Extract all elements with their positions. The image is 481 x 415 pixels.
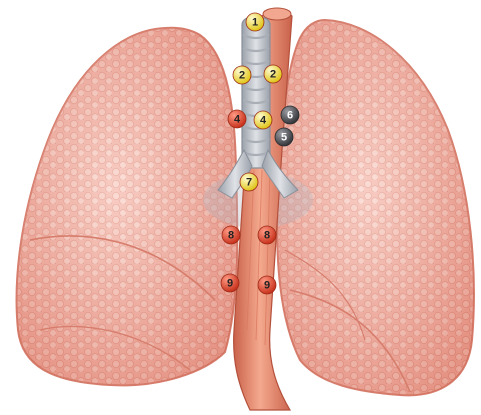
node-marker-5: 5 bbox=[275, 128, 293, 146]
node-marker-label: 8 bbox=[228, 230, 234, 242]
node-marker-4: 4 bbox=[254, 111, 272, 129]
node-marker-8: 8 bbox=[258, 226, 276, 244]
node-marker-label: 4 bbox=[234, 114, 241, 126]
node-marker-label: 2 bbox=[239, 70, 245, 82]
right-lung bbox=[17, 28, 238, 386]
node-marker-label: 2 bbox=[270, 69, 276, 81]
node-marker-label: 9 bbox=[264, 280, 270, 292]
node-marker-9: 9 bbox=[258, 276, 276, 294]
node-marker-label: 9 bbox=[227, 278, 233, 290]
node-marker-9: 9 bbox=[221, 274, 239, 292]
node-marker-label: 7 bbox=[246, 177, 252, 189]
node-marker-4: 4 bbox=[228, 110, 246, 128]
node-marker-2: 2 bbox=[264, 65, 282, 83]
node-marker-label: 5 bbox=[281, 132, 287, 144]
node-marker-label: 8 bbox=[264, 230, 270, 242]
node-marker-2: 2 bbox=[233, 66, 251, 84]
node-marker-1: 1 bbox=[246, 13, 264, 31]
node-marker-6: 6 bbox=[281, 106, 299, 124]
node-marker-7: 7 bbox=[240, 173, 258, 191]
node-marker-8: 8 bbox=[222, 226, 240, 244]
node-marker-label: 6 bbox=[287, 110, 293, 122]
node-marker-label: 1 bbox=[252, 17, 258, 29]
node-marker-label: 4 bbox=[260, 115, 267, 127]
